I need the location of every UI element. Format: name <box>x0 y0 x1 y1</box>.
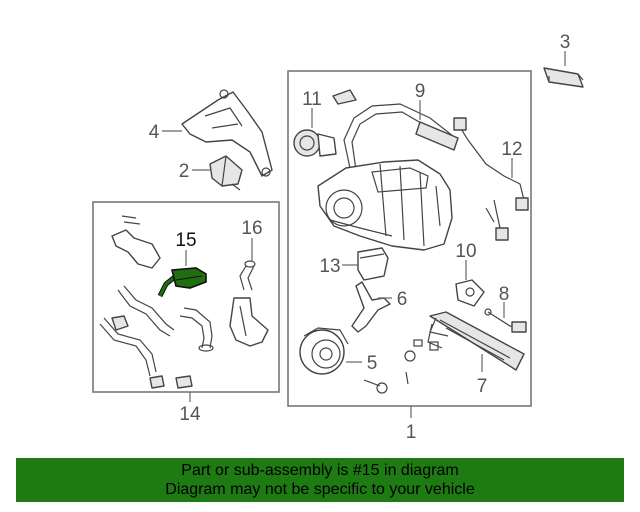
callout-12: 12 <box>501 139 522 160</box>
callout-16: 16 <box>241 218 262 239</box>
part-7-heater-core[interactable] <box>427 311 525 371</box>
callout-6: 6 <box>397 289 408 310</box>
part-9-duct[interactable] <box>343 103 459 171</box>
part-4-bracket[interactable] <box>181 89 273 177</box>
banner-line-2: Diagram may not be specific to your vehi… <box>165 481 475 498</box>
part-6-bracket[interactable] <box>351 281 391 333</box>
part-11-motor[interactable] <box>293 89 357 157</box>
callout-1: 1 <box>406 422 417 443</box>
parts-diagram: 3 4 2 11 9 12 13 10 6 8 5 7 1 16 15 14 <box>92 32 584 443</box>
callout-10: 10 <box>455 241 476 262</box>
part-5-blower[interactable] <box>299 327 349 375</box>
part-2-module[interactable] <box>209 155 243 191</box>
part-15-highlighted[interactable] <box>157 267 207 298</box>
part-10-box[interactable] <box>455 279 485 307</box>
callout-9: 9 <box>415 81 426 102</box>
callout-7: 7 <box>477 376 488 397</box>
part-13-module[interactable] <box>357 247 389 281</box>
info-banner: Part or sub-assembly is #15 in diagram D… <box>16 458 624 502</box>
part-14-tubes[interactable] <box>99 215 269 389</box>
banner-line-1: Part or sub-assembly is #15 in diagram <box>181 462 459 479</box>
callout-4: 4 <box>149 122 160 143</box>
fasteners <box>363 339 439 394</box>
part-1-hvac-housing[interactable] <box>317 159 453 251</box>
callout-2: 2 <box>179 161 190 182</box>
callout-3: 3 <box>560 32 571 53</box>
callout-5: 5 <box>367 353 378 374</box>
callout-13: 13 <box>319 256 340 277</box>
callout-15: 15 <box>175 230 196 251</box>
part-3-plate[interactable] <box>543 67 584 88</box>
part-12-harness[interactable] <box>453 117 529 241</box>
callout-8: 8 <box>499 284 510 305</box>
sub-assembly-box-14 <box>92 201 280 393</box>
callout-14: 14 <box>179 404 201 425</box>
callout-11: 11 <box>302 89 322 110</box>
part-16-hose[interactable] <box>239 260 256 291</box>
assembly-box-1 <box>287 70 532 407</box>
part-8-sensor[interactable] <box>484 308 527 333</box>
